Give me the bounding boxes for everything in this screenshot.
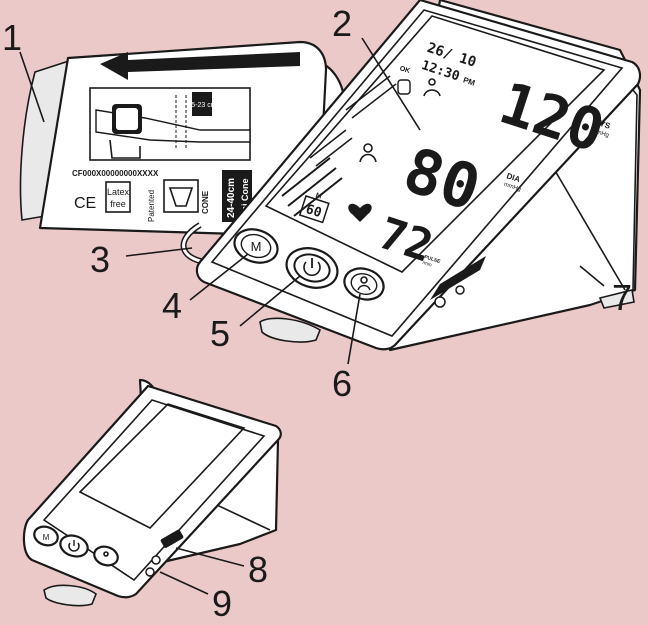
size-badge-text: 15-23 cm — [187, 102, 216, 109]
display-window — [264, 15, 606, 273]
small-memory-button[interactable]: M — [32, 524, 60, 549]
user-button[interactable] — [340, 264, 387, 305]
small-user-button[interactable] — [92, 544, 120, 569]
callout-9: 9 — [212, 583, 232, 624]
callout-lines — [19, 37, 605, 595]
small-display — [78, 403, 246, 529]
instruction-box — [89, 87, 251, 161]
small-power-button[interactable] — [58, 532, 91, 560]
cone-label: CONE — [201, 190, 210, 214]
callout-5: 5 — [210, 313, 230, 354]
monitor-foot — [259, 317, 321, 343]
callout-3: 3 — [90, 239, 110, 280]
cone-icon — [168, 187, 194, 207]
display-dia-unit: mmHg — [503, 182, 522, 193]
arm-cuff: 15-23 cm CF000X00000000XXXX CE Latex fre… — [19, 40, 347, 238]
user-icon — [357, 276, 371, 291]
latex-line1: Latex — [107, 187, 130, 197]
small-user-icon — [103, 551, 109, 557]
small-monitor: M — [22, 378, 282, 607]
latex-free-box — [105, 181, 131, 213]
heart-icon — [348, 203, 372, 222]
size-badge — [192, 92, 212, 116]
display-time-suffix: PM — [462, 75, 477, 87]
callout-2: 2 — [332, 3, 352, 44]
callout-4: 4 — [162, 285, 182, 326]
latex-line2: free — [110, 199, 126, 209]
cuff-serial: CF000X00000000XXXX — [72, 169, 159, 178]
ce-mark: CE — [74, 195, 96, 212]
small-monitor-foot — [43, 584, 97, 607]
dc-port — [151, 555, 161, 565]
small-monitor-face — [22, 384, 282, 599]
memory-value: 60 — [304, 202, 324, 221]
callout-6: 6 — [332, 363, 352, 404]
display-ok: OK — [399, 65, 411, 75]
patented-text: Patented — [147, 190, 156, 222]
range-text: 24-40cm — [226, 178, 237, 218]
callout-7: 7 — [612, 277, 632, 318]
side-ports — [430, 256, 486, 308]
display-sys-unit: mmHg — [591, 128, 610, 139]
cuff-check-icon — [397, 78, 441, 97]
battery-icon — [160, 529, 184, 548]
usb-port — [145, 567, 155, 577]
power-button[interactable] — [281, 242, 342, 294]
memory-button-label: M — [251, 239, 262, 254]
person-icon — [359, 143, 377, 163]
callout-1: 1 — [2, 17, 22, 58]
arrow-left-icon — [100, 52, 300, 80]
callout-8: 8 — [248, 549, 268, 590]
cone-box — [163, 179, 199, 213]
tag-text: Uni Cone — [240, 179, 250, 219]
memory-button[interactable]: M — [230, 224, 282, 268]
main-monitor: 26/ 10 12:30 PM OK 120 SYS mmHg 80 DIA m… — [195, 0, 642, 352]
display-pulse-unit: /min — [422, 260, 433, 269]
small-memory-label: M — [43, 533, 50, 542]
power-icon — [303, 258, 321, 277]
small-power-icon — [68, 542, 80, 552]
bp-scale-bars — [281, 75, 397, 217]
display-dia-label: DIA — [505, 171, 521, 184]
memory-badge: M 60 — [298, 192, 330, 224]
display-pulse-label: PULSE — [423, 254, 441, 265]
arm-cuff-icon — [95, 95, 251, 159]
